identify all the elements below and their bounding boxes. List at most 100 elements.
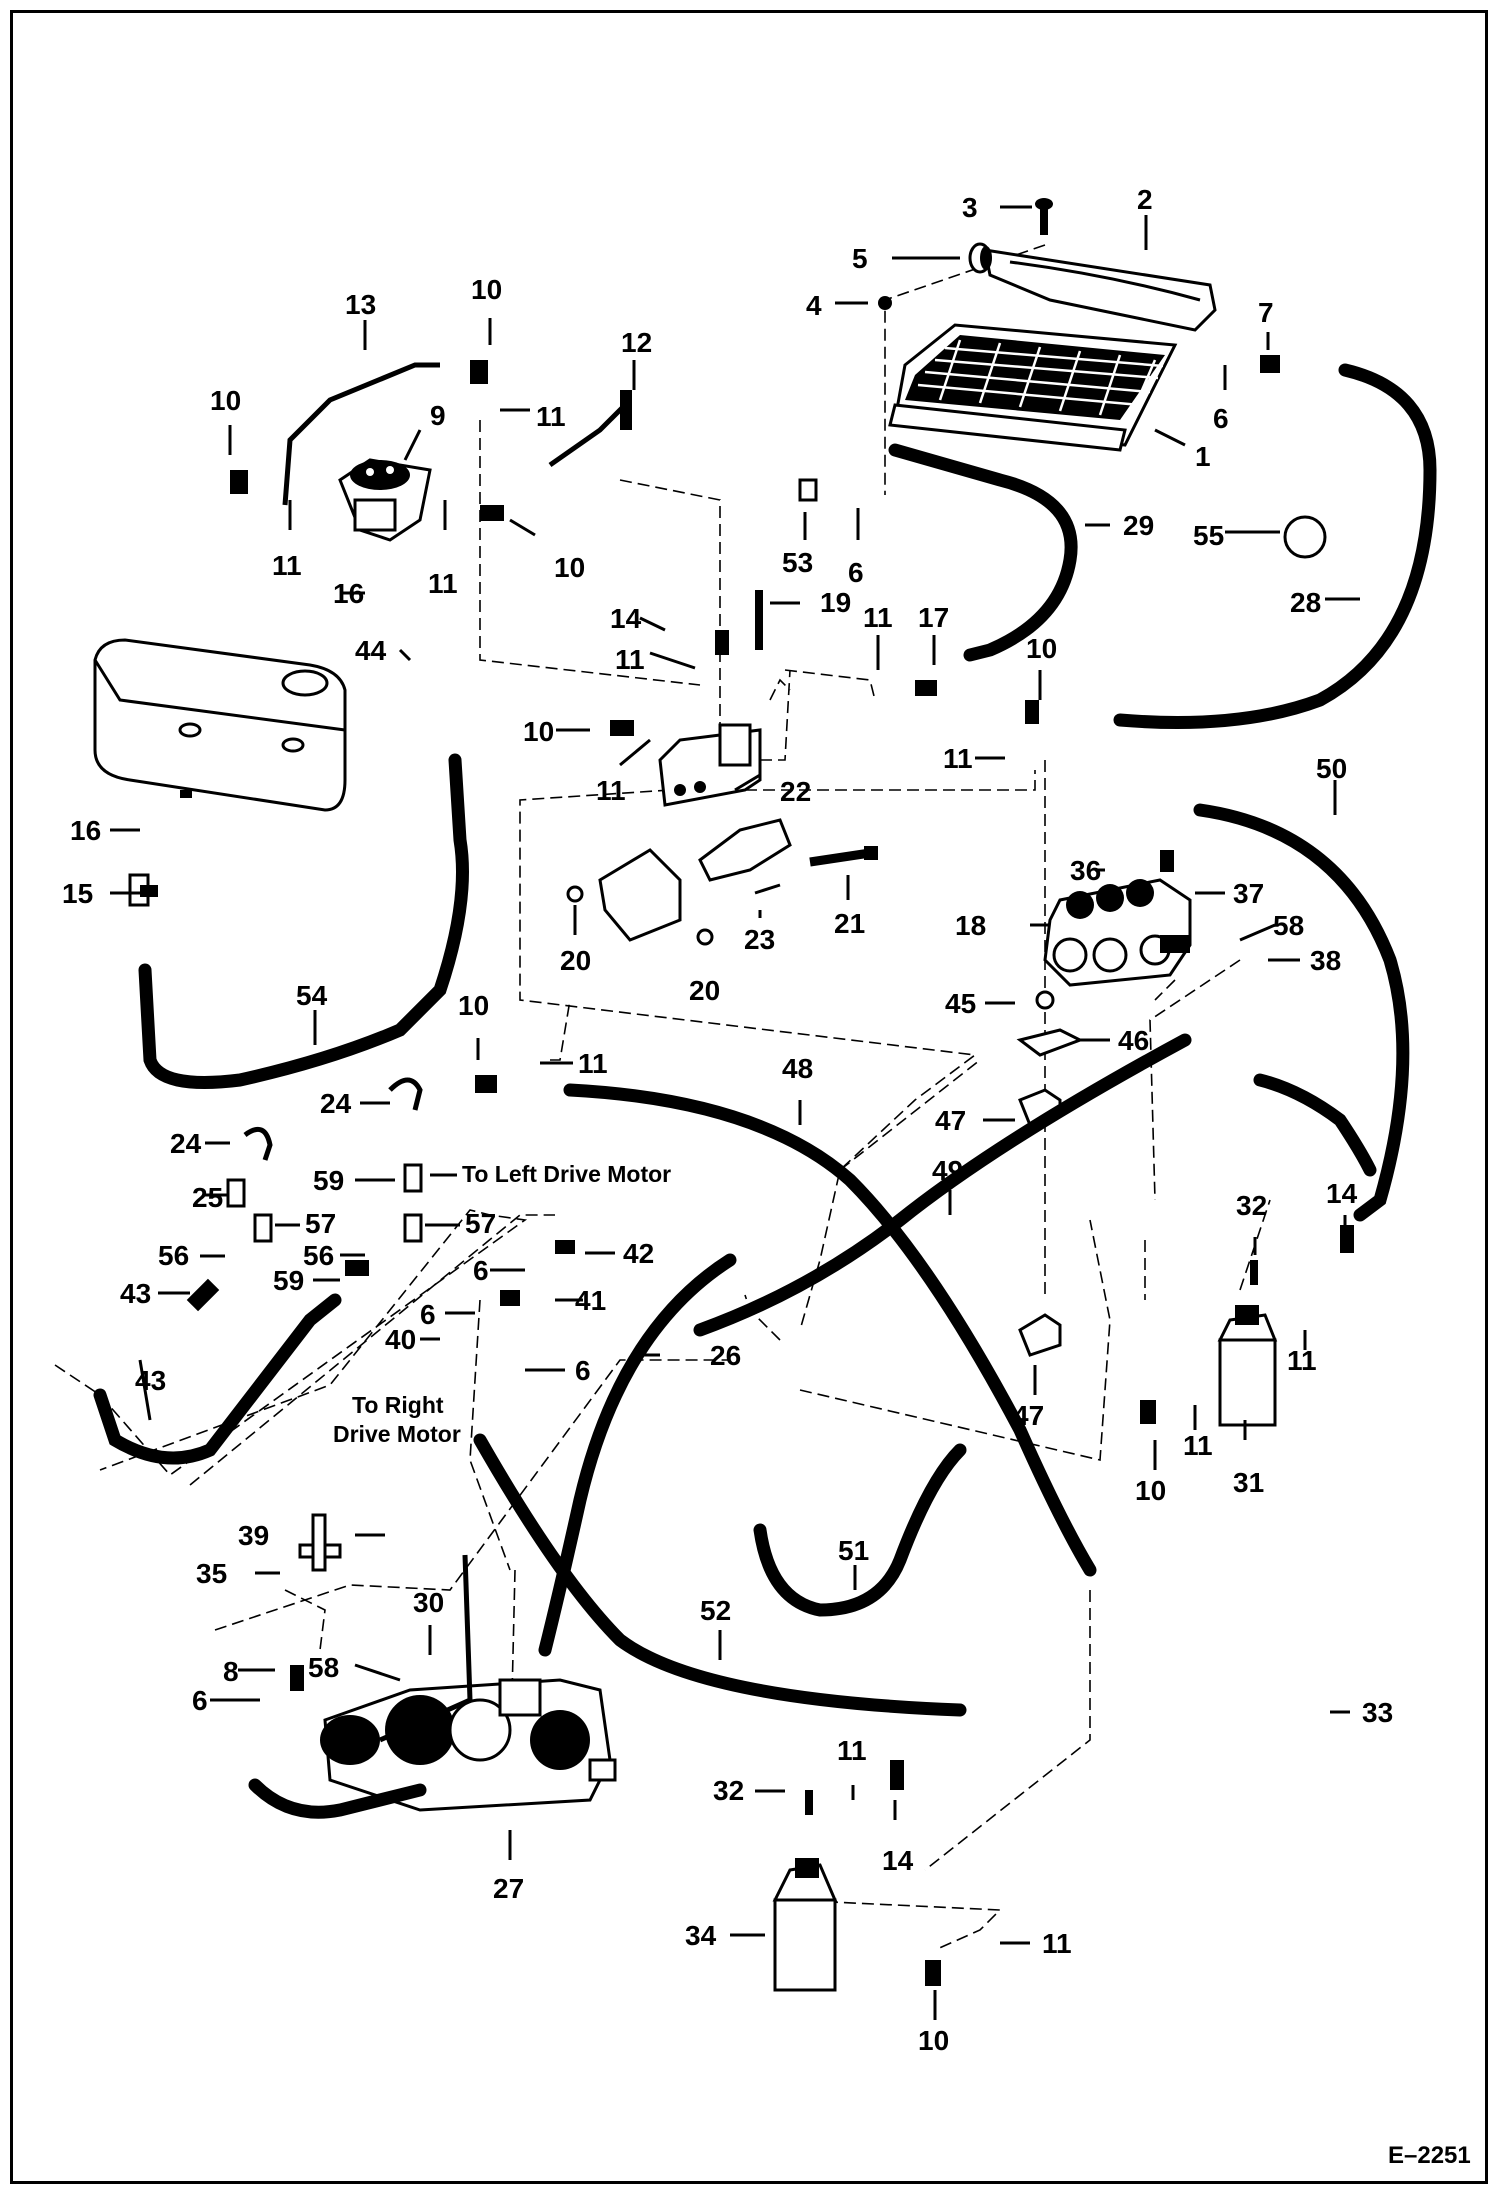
callout-11g: 11: [943, 743, 973, 774]
callout-25: 25: [192, 1182, 223, 1213]
callout-38: 38: [1310, 945, 1341, 976]
callout-44: 44: [355, 635, 387, 666]
control-valve-18: [1043, 878, 1192, 987]
callout-11b: 11: [272, 550, 302, 581]
callout-10f: 10: [458, 990, 489, 1021]
hose-49: [693, 1033, 1192, 1337]
callout-47b: 47: [1013, 1400, 1044, 1431]
bolt-32a: [1250, 1260, 1258, 1285]
callout-11d: 11: [863, 602, 893, 633]
callout-47a: 47: [935, 1105, 966, 1136]
callout-43b: 43: [135, 1365, 166, 1396]
callout-6c: 6: [473, 1255, 489, 1286]
callout-59b: 59: [273, 1265, 304, 1296]
callout-10e: 10: [1026, 633, 1057, 664]
bolt-21: [809, 846, 878, 867]
callout-51: 51: [838, 1535, 869, 1566]
hose-28: [1113, 363, 1437, 729]
callout-1: 1: [1195, 441, 1211, 472]
hose-26: [538, 1253, 737, 1657]
callout-57b: 57: [465, 1208, 496, 1239]
fitting-7: [1260, 355, 1280, 373]
callout-37: 37: [1233, 878, 1264, 909]
callout-12: 12: [621, 327, 652, 358]
callout-11f: 11: [596, 775, 626, 806]
leader-lines: [110, 205, 1360, 2020]
relief-valve-9: [338, 458, 432, 542]
spacer-47b: [1018, 1313, 1062, 1357]
nut-20a: [566, 885, 584, 903]
filter-31: [1217, 1305, 1278, 1427]
elbow-10h: [925, 1960, 941, 1986]
bolt-32b: [805, 1790, 813, 1815]
cooler-cover: [983, 248, 1217, 332]
callout-11h: 11: [578, 1048, 608, 1079]
callout-59a: 59: [313, 1165, 344, 1196]
callout-56b: 56: [303, 1240, 334, 1271]
callout-58a: 58: [1273, 910, 1304, 941]
tee-fitting-15: [128, 873, 158, 907]
hose-51: [753, 1443, 967, 1617]
callout-13: 13: [345, 289, 376, 320]
callout-35: 35: [196, 1558, 227, 1589]
spring-5: [968, 242, 992, 274]
filter-34: [772, 1858, 838, 1992]
callout-14b: 14: [1326, 1178, 1358, 1209]
shim-46: [1016, 1028, 1084, 1057]
callout-36: 36: [1070, 855, 1101, 886]
hose-54: [138, 753, 469, 1089]
callout-10b: 10: [210, 385, 241, 416]
callout-29: 29: [1123, 510, 1154, 541]
callout-54: 54: [296, 980, 328, 1011]
callout-43a: 43: [120, 1278, 151, 1309]
callout-20a: 20: [560, 945, 591, 976]
callout-32a: 32: [1236, 1190, 1267, 1221]
elbow-10g: [1140, 1400, 1156, 1424]
callout-17: 17: [918, 602, 949, 633]
callout-26: 26: [710, 1340, 741, 1371]
hose-43: [93, 1293, 342, 1465]
hose-27-line: [248, 1778, 427, 1819]
callout-2: 2: [1137, 184, 1153, 215]
tee-fitting-39: [298, 1513, 342, 1572]
callout-33: 33: [1362, 1697, 1393, 1728]
bolt-3: [1035, 198, 1053, 235]
callout-8: 8: [223, 1656, 239, 1687]
callout-39: 39: [238, 1520, 269, 1551]
hydrostatic-pump-27: [320, 1678, 617, 1812]
callout-56a: 56: [158, 1240, 189, 1271]
elbow-10e: [1025, 700, 1039, 724]
callout-15: 15: [62, 878, 93, 909]
figure-id: E–2251: [1388, 2142, 1471, 2169]
fitting-14a: [715, 630, 729, 655]
fitting-36: [1160, 850, 1174, 872]
callout-11l: 11: [1042, 1928, 1072, 1959]
bracket-23: [598, 818, 792, 942]
callout-9: 9: [430, 400, 446, 431]
callout-55: 55: [1193, 520, 1224, 551]
callout-34: 34: [685, 1920, 717, 1951]
callout-30: 30: [413, 1587, 444, 1618]
fitting-53: [798, 478, 818, 502]
callout-6b: 6: [848, 557, 864, 588]
callout-10a: 10: [471, 274, 502, 305]
hose-48: [563, 1083, 1097, 1577]
fitting-41: [500, 1290, 520, 1306]
hydraulic-reservoir: [93, 638, 347, 812]
elbow-10a: [230, 470, 248, 494]
oil-cooler: [888, 323, 1178, 452]
nut-20b: [696, 928, 714, 946]
callout-3: 3: [962, 192, 978, 223]
fitting-8: [290, 1665, 304, 1691]
callout-6f: 6: [192, 1685, 208, 1716]
callout-45: 45: [945, 988, 976, 1019]
fitting-57a: [253, 1213, 273, 1243]
callout-6d: 6: [420, 1299, 436, 1330]
callout-32b: 32: [713, 1775, 744, 1806]
fitting-14c: [890, 1760, 904, 1790]
callout-10g: 10: [1135, 1475, 1166, 1506]
callout-40: 40: [385, 1324, 416, 1355]
elbow-17: [915, 680, 937, 696]
callout-5: 5: [852, 243, 868, 274]
